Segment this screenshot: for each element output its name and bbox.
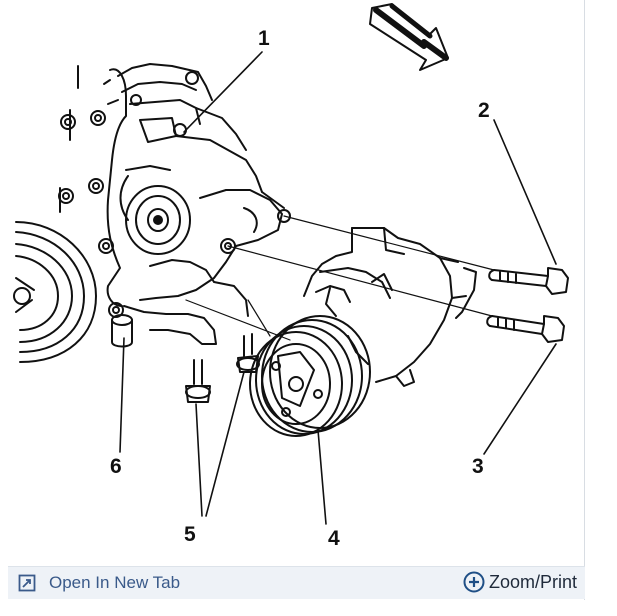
zoom-print-link[interactable]: Zoom/Print: [463, 570, 577, 594]
zoom-plus-icon: [463, 571, 485, 593]
open-in-new-tab-label: Open In New Tab: [49, 573, 181, 592]
viewer-toolbar: Open In New Tab Zoom/Print: [8, 566, 585, 599]
callout-5: 5: [184, 523, 196, 546]
open-in-new-tab-icon: [18, 574, 36, 592]
alignment-lines: [185, 215, 495, 341]
callout-6: 6: [110, 455, 122, 478]
open-in-new-tab-link[interactable]: Open In New Tab: [18, 572, 180, 594]
stud: [111, 314, 133, 348]
compressor-body: [303, 227, 477, 387]
callout-1: 1: [258, 27, 270, 50]
idler-pulley: [125, 185, 191, 255]
zoom-print-label: Zoom/Print: [488, 571, 577, 592]
frame-border: [584, 0, 585, 600]
crank-pulley: [13, 221, 97, 363]
engine-bracket: [59, 63, 285, 345]
engine-bolts: [58, 71, 291, 318]
diagram-figure: [13, 3, 569, 525]
callout-3: 3: [472, 455, 484, 478]
mounting-bolts: [185, 333, 260, 403]
callout-2: 2: [478, 99, 490, 122]
direction-arrow: [369, 3, 449, 71]
compressor-mounting-drawing: [13, 3, 569, 525]
clutch-pulley: [249, 315, 371, 437]
through-bolts: [486, 267, 569, 343]
callout-4: 4: [328, 527, 340, 550]
callout-leaders: [119, 51, 557, 525]
